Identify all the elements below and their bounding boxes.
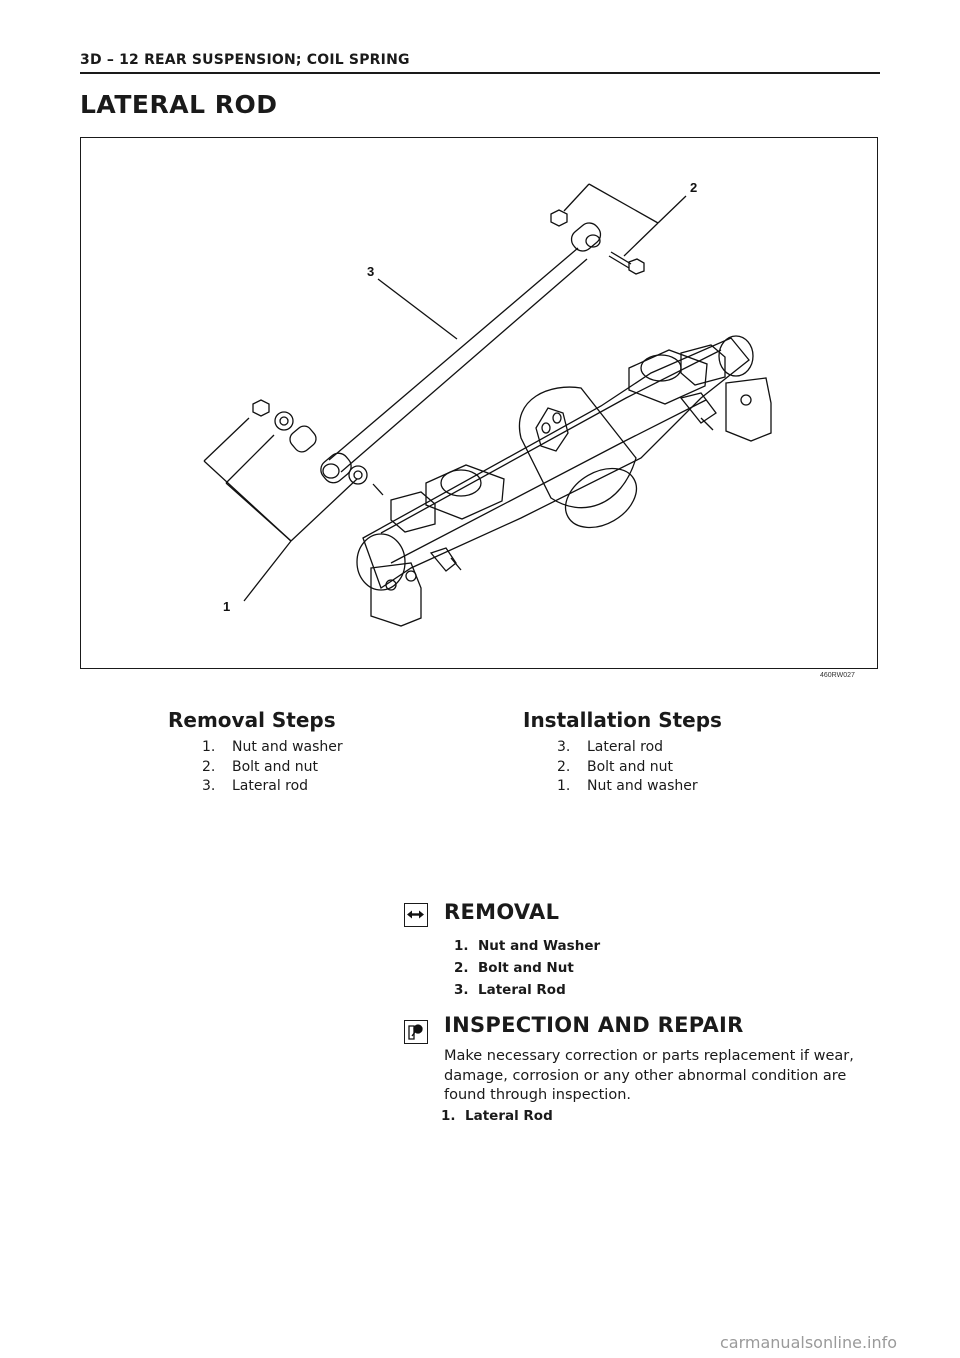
list-item: 1. Lateral Rod bbox=[441, 1105, 553, 1127]
lateral-rod-diagram: 2 3 1 bbox=[80, 137, 878, 669]
item-number: 3. bbox=[202, 778, 216, 794]
removal-steps-heading: Removal Steps bbox=[168, 708, 336, 732]
list-item: 2. Bolt and nut bbox=[557, 758, 722, 778]
item-number: 2. bbox=[202, 758, 216, 775]
list-item: 2. Bolt and nut bbox=[202, 758, 343, 778]
item-number: 1. bbox=[454, 938, 469, 954]
inspection-magnifier-icon bbox=[404, 1020, 428, 1044]
item-text: Nut and Washer bbox=[478, 938, 601, 954]
inspection-heading: INSPECTION AND REPAIR bbox=[444, 1013, 744, 1037]
removal-arrows-icon bbox=[404, 903, 428, 927]
item-text: Bolt and Nut bbox=[478, 960, 574, 976]
removal-heading: REMOVAL bbox=[444, 900, 560, 924]
watermark: carmanualsonline.info bbox=[720, 1333, 898, 1352]
item-number: 2. bbox=[557, 758, 571, 775]
item-text: Bolt and nut bbox=[587, 758, 674, 775]
callout-1: 1 bbox=[223, 599, 230, 614]
item-number: 2. bbox=[454, 960, 469, 976]
list-item: 1. Nut and washer bbox=[557, 777, 722, 797]
callout-3: 3 bbox=[367, 264, 374, 279]
removal-steps: Removal Steps 1. Nut and washer 2. Bolt an… bbox=[168, 708, 343, 797]
item-text: Lateral Rod bbox=[465, 1108, 553, 1124]
inspection-section: INSPECTION AND REPAIR Make necessary cor… bbox=[404, 1013, 864, 1133]
item-text: Nut and washer bbox=[587, 778, 698, 794]
page-title: LATERAL ROD bbox=[80, 90, 278, 119]
item-number: 1. bbox=[441, 1108, 456, 1124]
installation-steps: Installation Steps 3. Lateral rod 2. Bolt … bbox=[523, 708, 722, 797]
list-item: 3. Lateral rod bbox=[557, 738, 722, 758]
figure-code: 460RW027 bbox=[820, 672, 855, 679]
diagram-drawing: 2 3 1 bbox=[203, 180, 772, 627]
item-text: Lateral Rod bbox=[478, 982, 566, 998]
item-text: Bolt and nut bbox=[232, 758, 319, 775]
item-text: Lateral rod bbox=[232, 778, 309, 794]
item-text: Lateral rod bbox=[587, 739, 664, 755]
item-number: 1. bbox=[202, 739, 216, 755]
inspection-paragraph: Make necessary correction or parts repla… bbox=[444, 1048, 854, 1103]
list-item: 1. Nut and Washer bbox=[454, 935, 600, 957]
running-header: 3D – 12 REAR SUSPENSION; COIL SPRING bbox=[80, 52, 880, 74]
callout-2: 2 bbox=[690, 180, 697, 195]
list-item: 2. Bolt and Nut bbox=[454, 957, 600, 979]
item-number: 3. bbox=[557, 739, 571, 755]
list-item: 3. Lateral Rod bbox=[454, 979, 600, 1001]
item-text: Nut and washer bbox=[232, 739, 343, 755]
item-number: 1. bbox=[557, 778, 571, 794]
list-item: 3. Lateral rod bbox=[202, 777, 343, 797]
installation-steps-heading: Installation Steps bbox=[523, 708, 722, 732]
removal-section: REMOVAL 1.Nut and Washer 2.Bolt and Nut … bbox=[404, 900, 864, 1000]
item-number: 3. bbox=[454, 982, 469, 998]
list-item: 1. Nut and washer bbox=[202, 738, 343, 758]
